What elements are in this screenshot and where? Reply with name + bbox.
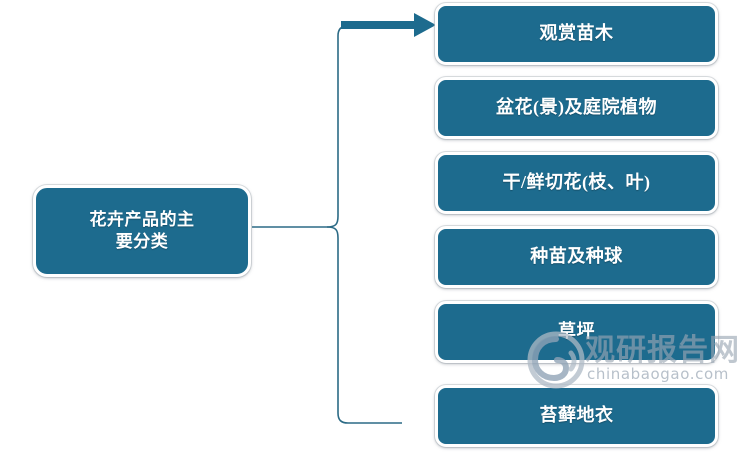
branch-node-5[interactable]: 草坪: [435, 301, 718, 363]
branch-node-label: 种苗及种球: [530, 246, 623, 267]
branch-node-3[interactable]: 干/鲜切花(枝、叶): [435, 152, 718, 214]
branch-node-label: 观赏苗木: [539, 23, 614, 44]
branch-node-label: 盆花(景)及庭院植物: [496, 97, 657, 118]
branch-node-label: 草坪: [558, 321, 595, 342]
root-node-label-line1: 花卉产品的主: [89, 209, 195, 229]
branch-node-4[interactable]: 种苗及种球: [435, 226, 718, 288]
connector-spine-lower: [326, 226, 402, 424]
branch-node-1[interactable]: 观赏苗木: [435, 3, 718, 65]
root-node-label: 花卉产品的主 要分类: [90, 209, 195, 253]
connector-spine-upper: [326, 25, 349, 228]
branch-node-2[interactable]: 盆花(景)及庭院植物: [435, 77, 718, 139]
watermark-url: chinabaogao.com: [587, 365, 729, 383]
branch-node-6[interactable]: 苔藓地衣: [435, 385, 718, 447]
root-node[interactable]: 花卉产品的主 要分类: [33, 185, 251, 277]
root-node-label-line2: 要分类: [115, 232, 169, 251]
branch-node-label: 苔藓地衣: [539, 405, 614, 426]
arrow-head-icon: [414, 13, 436, 37]
branch-node-label: 干/鲜切花(枝、叶): [502, 172, 651, 193]
